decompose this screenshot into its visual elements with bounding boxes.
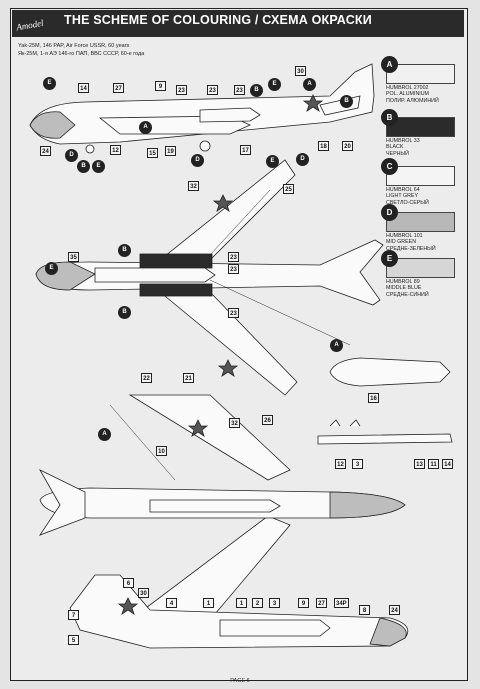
callout-tag: 4 (166, 598, 177, 608)
color-code-marker: B (118, 306, 131, 319)
legend-swatch (386, 212, 455, 232)
color-code-marker: B (118, 244, 131, 257)
callout-tag: 23 (228, 308, 239, 318)
color-code-marker: A (303, 78, 316, 91)
underside-view (38, 394, 406, 621)
callout-tag: 24 (389, 605, 400, 615)
callout-tag: 27 (113, 83, 124, 93)
plan-view (35, 159, 384, 396)
legend-line: СРЕДНЕ-ЗЕЛЕНЫЙ (386, 245, 436, 252)
legend-line: HUMBROL 64 (386, 187, 420, 193)
callout-tag: 10 (156, 446, 167, 456)
color-code-marker: D (65, 149, 78, 162)
callout-tag: 20 (342, 141, 353, 151)
color-code-marker: A (98, 428, 111, 441)
callout-tag: 22 (141, 373, 152, 383)
callout-tag: 1 (236, 598, 247, 608)
callout-tag: 26 (262, 415, 273, 425)
legend-code: E (381, 250, 398, 267)
side-view-top (29, 63, 375, 154)
legend-line: СВЕТЛО-СЕРЫЙ (386, 199, 429, 206)
callout-tag: 13 (414, 459, 425, 469)
callout-tag: 9 (155, 81, 166, 91)
callout-tag: 14 (442, 459, 453, 469)
callout-tag: 3 (269, 598, 280, 608)
callout-tag: 23 (234, 85, 245, 95)
callout-tag: 19 (165, 146, 176, 156)
legend-swatch (386, 258, 455, 278)
color-code-marker: B (250, 84, 263, 97)
callout-tag: 23 (228, 264, 239, 274)
legend-swatch (386, 117, 455, 137)
detail-insets (317, 357, 453, 445)
callout-tag: 1 (203, 598, 214, 608)
callout-tag: 9 (298, 598, 309, 608)
callout-tag: 18 (318, 141, 329, 151)
callout-tag: 14 (78, 83, 89, 93)
legend-line: POL. ALUMINIUM (386, 91, 429, 98)
legend-line: HUMBROL 27002 (386, 85, 429, 91)
callout-tag: 27 (316, 598, 327, 608)
color-code-marker: E (268, 78, 281, 91)
callout-tag: 6 (123, 578, 134, 588)
color-code-marker: D (191, 154, 204, 167)
callout-tag: 25 (283, 184, 294, 194)
callout-tag: 30 (138, 588, 149, 598)
callout-tag: 21 (183, 373, 194, 383)
legend-line: HUMBROL 33 (386, 138, 420, 144)
callout-tag: 23 (228, 252, 239, 262)
callout-tag: 15 (147, 148, 158, 158)
color-code-marker: E (92, 160, 105, 173)
legend-line: СРЕДНЕ-СИНИЙ (386, 291, 429, 298)
page-number: PAGE 6 (230, 678, 250, 684)
callout-tag: 32 (188, 181, 199, 191)
callout-tag: 12 (110, 145, 121, 155)
color-code-marker: E (43, 77, 56, 90)
color-code-marker: A (330, 339, 343, 352)
side-view-bottom (69, 574, 409, 649)
callout-tag: 35 (68, 252, 79, 262)
legend-code: C (381, 158, 398, 175)
callout-tag: 12 (335, 459, 346, 469)
legend-code: A (381, 56, 398, 73)
legend-swatch (386, 64, 455, 84)
header-bar (12, 10, 464, 37)
color-code-marker: B (340, 95, 353, 108)
callout-tag: 3 (352, 459, 363, 469)
callout-tag: 32 (229, 418, 240, 428)
color-code-marker: E (45, 262, 58, 275)
callout-tag: 5 (68, 635, 79, 645)
callout-tag: 24 (40, 146, 51, 156)
legend-line: LIGHT GREY (386, 193, 418, 200)
legend-line: ПОЛИР. АЛЮМИНИЙ (386, 97, 439, 104)
callout-tag: 8 (359, 605, 370, 615)
callout-tag: 7 (68, 610, 79, 620)
callout-tag: 23 (176, 85, 187, 95)
legend-line: HUMBROL 101 (386, 233, 423, 239)
color-code-marker: A (139, 121, 152, 134)
callout-tag: 17 (240, 145, 251, 155)
subtitle-en: Yak-25M, 146 PAP, Air Force USSR, 60 yea… (18, 43, 130, 49)
legend-line: BLACK (386, 144, 404, 151)
callout-tag: 34P (334, 598, 349, 608)
leader-lines (109, 189, 351, 481)
color-code-marker: B (77, 160, 90, 173)
color-code-marker: E (266, 155, 279, 168)
callout-tag: 2 (252, 598, 263, 608)
callout-tag: 23 (207, 85, 218, 95)
legend-code: D (381, 204, 398, 221)
subtitle-ru: Як-25М, 1-я АЭ 146-го ПАП, ВВС СССР, 60-… (18, 51, 145, 57)
callout-tag: 11 (428, 459, 439, 469)
legend-line: ЧЕРНЫЙ (386, 150, 409, 157)
page-title: THE SCHEME OF COLOURING / СХЕМА ОКРАСКИ (64, 13, 372, 27)
color-code-marker: D (296, 153, 309, 166)
callout-tag: 30 (295, 66, 306, 76)
callout-tag: 16 (368, 393, 379, 403)
legend-code: B (381, 109, 398, 126)
legend-line: MIDDLE BLUE (386, 285, 422, 292)
legend-line: HUMBROL 89 (386, 279, 420, 285)
legend-swatch (386, 166, 455, 186)
legend-line: MID GREEN (386, 239, 417, 246)
